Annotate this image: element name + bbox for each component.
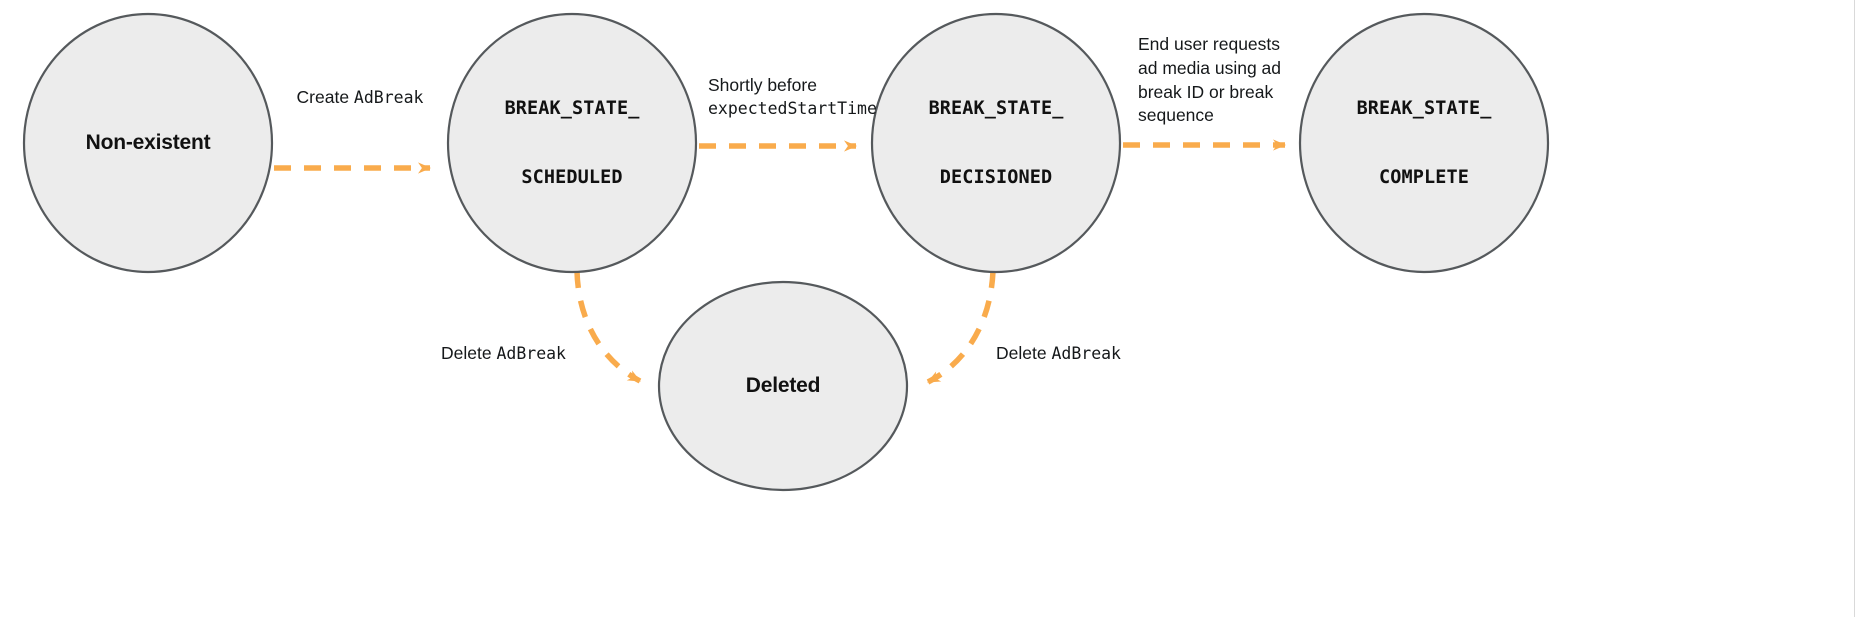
- edge-delete-adbreak-decisioned: [926, 270, 996, 385]
- edge-delete-adbreak-scheduled: [574, 270, 642, 384]
- node-deleted[interactable]: [657, 280, 909, 492]
- edge-delete-adbreak-decisioned-line: [926, 270, 996, 385]
- node-non-existent[interactable]: [22, 12, 274, 274]
- node-break-state-scheduled[interactable]: [446, 12, 698, 274]
- node-break-state-complete[interactable]: [1298, 12, 1550, 274]
- edge-delete-adbreak-scheduled-line: [574, 270, 642, 384]
- node-break-state-decisioned[interactable]: [870, 12, 1122, 274]
- right-panel-divider: [1854, 0, 1855, 617]
